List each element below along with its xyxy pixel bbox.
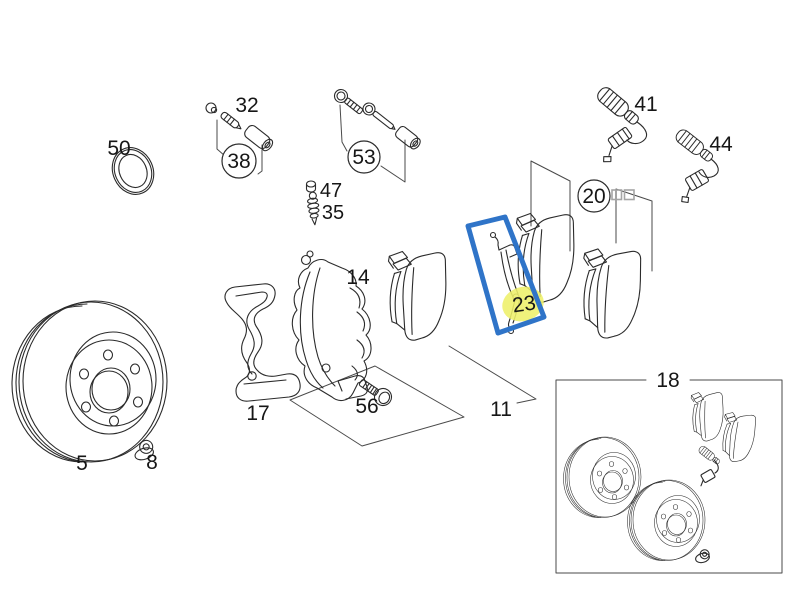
part-label-23[interactable]: 23 [511, 291, 537, 317]
inset-pad-1 [685, 388, 727, 444]
circle-badge-20[interactable] [577, 179, 611, 213]
circle-badge-38[interactable] [221, 143, 257, 179]
part-label-41[interactable]: 41 [634, 93, 657, 116]
inset-sensor [697, 444, 722, 487]
part-label-18[interactable]: 18 [656, 369, 679, 392]
part-17-carrier-bracket [224, 283, 301, 402]
part-label-17[interactable]: 17 [246, 402, 269, 425]
inset-bolt [695, 549, 710, 564]
leader-lines [216, 104, 653, 447]
part-label-32[interactable]: 32 [235, 94, 258, 117]
brake-pad-left [375, 243, 454, 346]
part-label-35[interactable]: 35 [322, 202, 344, 224]
selection-box[interactable] [465, 214, 547, 336]
part-label-56[interactable]: 56 [355, 395, 378, 418]
part-label-44[interactable]: 44 [709, 133, 733, 156]
part-label-47[interactable]: 47 [320, 180, 342, 202]
part-47-cap [305, 180, 317, 193]
inset-disc-1 [563, 436, 642, 518]
part-56-bolt [358, 379, 393, 407]
inset-pad-2 [713, 407, 761, 466]
part-label-14[interactable]: 14 [346, 266, 370, 289]
option-square-1 [611, 189, 623, 201]
inset-box-18 [555, 379, 783, 574]
part-53-guide-bolts [333, 88, 421, 150]
part-44-wear-sensor [673, 126, 719, 204]
option-square-2 [623, 189, 635, 201]
part-32-guide-pin [205, 102, 274, 152]
brake-pad-right-lower [567, 240, 649, 344]
part-label-38[interactable]: 38 [227, 150, 250, 173]
inset-disc-2 [627, 479, 706, 561]
part-label-8[interactable]: 8 [146, 451, 158, 474]
part-14-caliper [291, 250, 372, 402]
part-label-20[interactable]: 20 [582, 185, 605, 208]
circle-badge-53[interactable] [347, 140, 381, 174]
part-label-53[interactable]: 53 [352, 146, 375, 169]
part-41-wear-sensor [594, 84, 648, 163]
part-8-screw [134, 439, 154, 461]
part-5-brake-disc [11, 300, 168, 463]
part-35-bleeder-screw [307, 191, 320, 226]
part-50-seal-ring [111, 147, 155, 195]
part-label-5[interactable]: 5 [76, 452, 88, 475]
part-label-11[interactable]: 11 [490, 398, 512, 421]
part-label-50[interactable]: 50 [107, 137, 130, 160]
